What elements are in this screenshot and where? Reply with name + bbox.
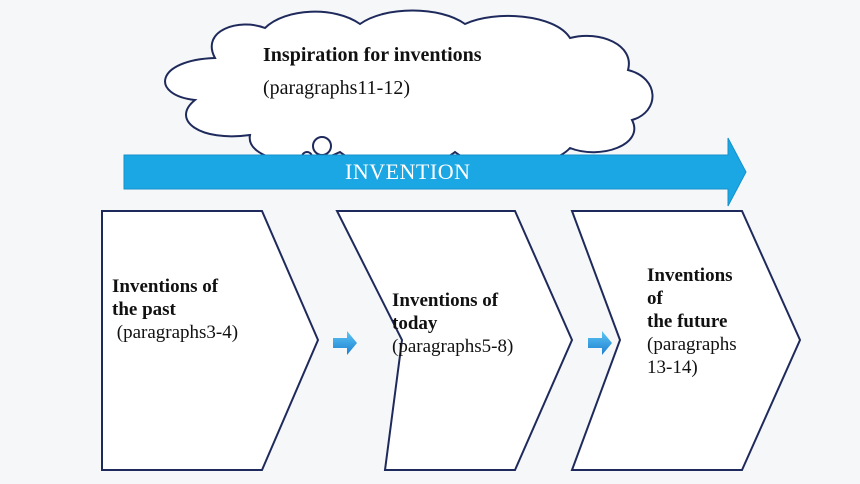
stage-today-text: Inventions of today (paragraphs5-8)	[392, 289, 513, 358]
stage-future-text: Inventions of the future (paragraphs 13-…	[647, 264, 737, 379]
stage-future-title-line-2: of	[647, 288, 663, 309]
stage-future-detail-line-1: (paragraphs	[647, 334, 737, 355]
stage-box-today	[335, 210, 574, 471]
stage-future-detail-line-2: 13-14)	[647, 357, 698, 378]
connector-arrow-2	[588, 331, 612, 355]
cloud-text: Inspiration for inventions (paragraphs11…	[263, 44, 482, 100]
stage-past-detail: (paragraphs3-4)	[112, 322, 239, 343]
cloud-subtitle: (paragraphs11-12)	[263, 77, 410, 99]
stage-today-title-line-2: today	[392, 313, 438, 334]
stage-past-title-line-2: the past	[112, 299, 176, 320]
stage-box-past	[101, 210, 320, 471]
stage-future-title-line-3: the future	[647, 311, 728, 332]
connector-arrow-1	[333, 331, 357, 355]
timeline-arrow	[123, 137, 747, 207]
cloud-title: Inspiration for inventions	[263, 44, 482, 66]
thought-cloud	[164, 9, 654, 168]
stage-today-detail: (paragraphs5-8)	[392, 336, 514, 357]
stage-past-text: Inventions of the past (paragraphs3-4)	[112, 275, 238, 344]
stage-today-title-line-1: Inventions of	[392, 290, 499, 311]
stage-box-future	[570, 210, 802, 471]
stage-past-title-line-1: Inventions of	[112, 276, 219, 297]
cloud-shape	[164, 9, 654, 168]
timeline-label: INVENTION	[345, 159, 471, 184]
stage-future-title-line-1: Inventions	[647, 265, 733, 286]
cloud-bubble-large	[312, 136, 332, 156]
